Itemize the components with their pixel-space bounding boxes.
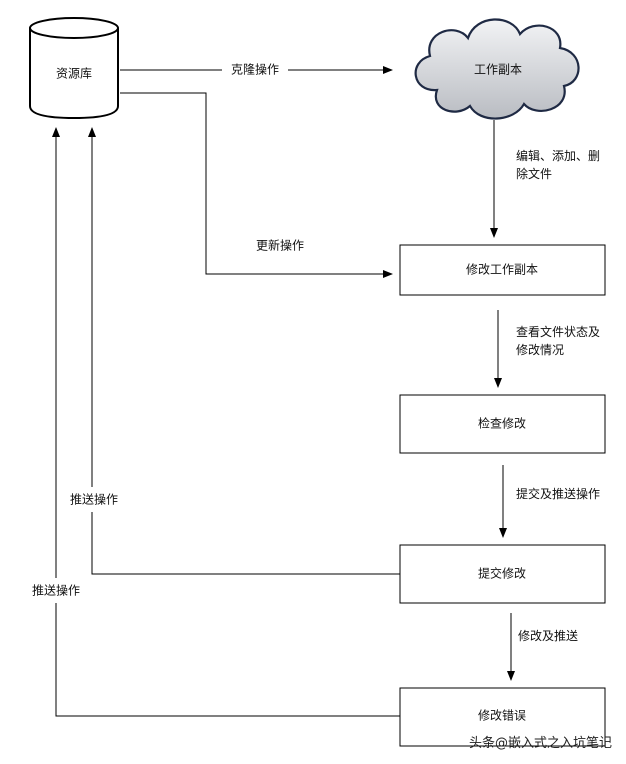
repository-node: 资源库 [29, 17, 119, 120]
check-changes-box: 检查修改 [399, 394, 606, 454]
working-copy-label: 工作副本 [474, 63, 522, 77]
clone-edge-label: 克隆操作 [231, 62, 279, 77]
modify-working-copy-box: 修改工作副本 [399, 244, 606, 296]
commit-push-edge: 提交及推送操作 [499, 465, 600, 538]
edit-files-edge: 编辑、添加、删 除文件 [490, 120, 600, 238]
update-edge-label: 更新操作 [256, 238, 304, 253]
clone-edge: 克隆操作 [120, 62, 393, 77]
push-inner-edge: 推送操作 [70, 127, 400, 575]
modify-push-label: 修改及推送 [518, 628, 578, 643]
push-outer-label: 推送操作 [32, 583, 80, 598]
push-outer-edge: 推送操作 [32, 127, 400, 717]
modify-working-copy-label: 修改工作副本 [466, 262, 538, 277]
commit-push-label: 提交及推送操作 [516, 486, 600, 501]
commit-changes-label: 提交修改 [478, 566, 526, 581]
view-status-edge: 查看文件状态及 修改情况 [494, 310, 600, 388]
edit-files-label-line2: 除文件 [516, 166, 552, 181]
push-inner-label: 推送操作 [70, 492, 118, 507]
update-edge: 更新操作 [120, 92, 393, 278]
edit-files-label-line1: 编辑、添加、删 [516, 148, 600, 163]
fix-errors-label: 修改错误 [478, 708, 526, 723]
check-changes-label: 检查修改 [478, 416, 526, 431]
repository-label: 资源库 [56, 66, 92, 81]
commit-changes-box: 提交修改 [399, 544, 606, 604]
working-copy-node: 工作副本 [414, 18, 580, 120]
fix-errors-box: 修改错误 [399, 687, 606, 747]
view-status-label-line1: 查看文件状态及 [516, 324, 600, 339]
view-status-label-line2: 修改情况 [516, 342, 564, 357]
modify-push-edge: 修改及推送 [507, 613, 578, 681]
watermark-text: 头条@嵌入式之入坑笔记 [469, 735, 612, 751]
